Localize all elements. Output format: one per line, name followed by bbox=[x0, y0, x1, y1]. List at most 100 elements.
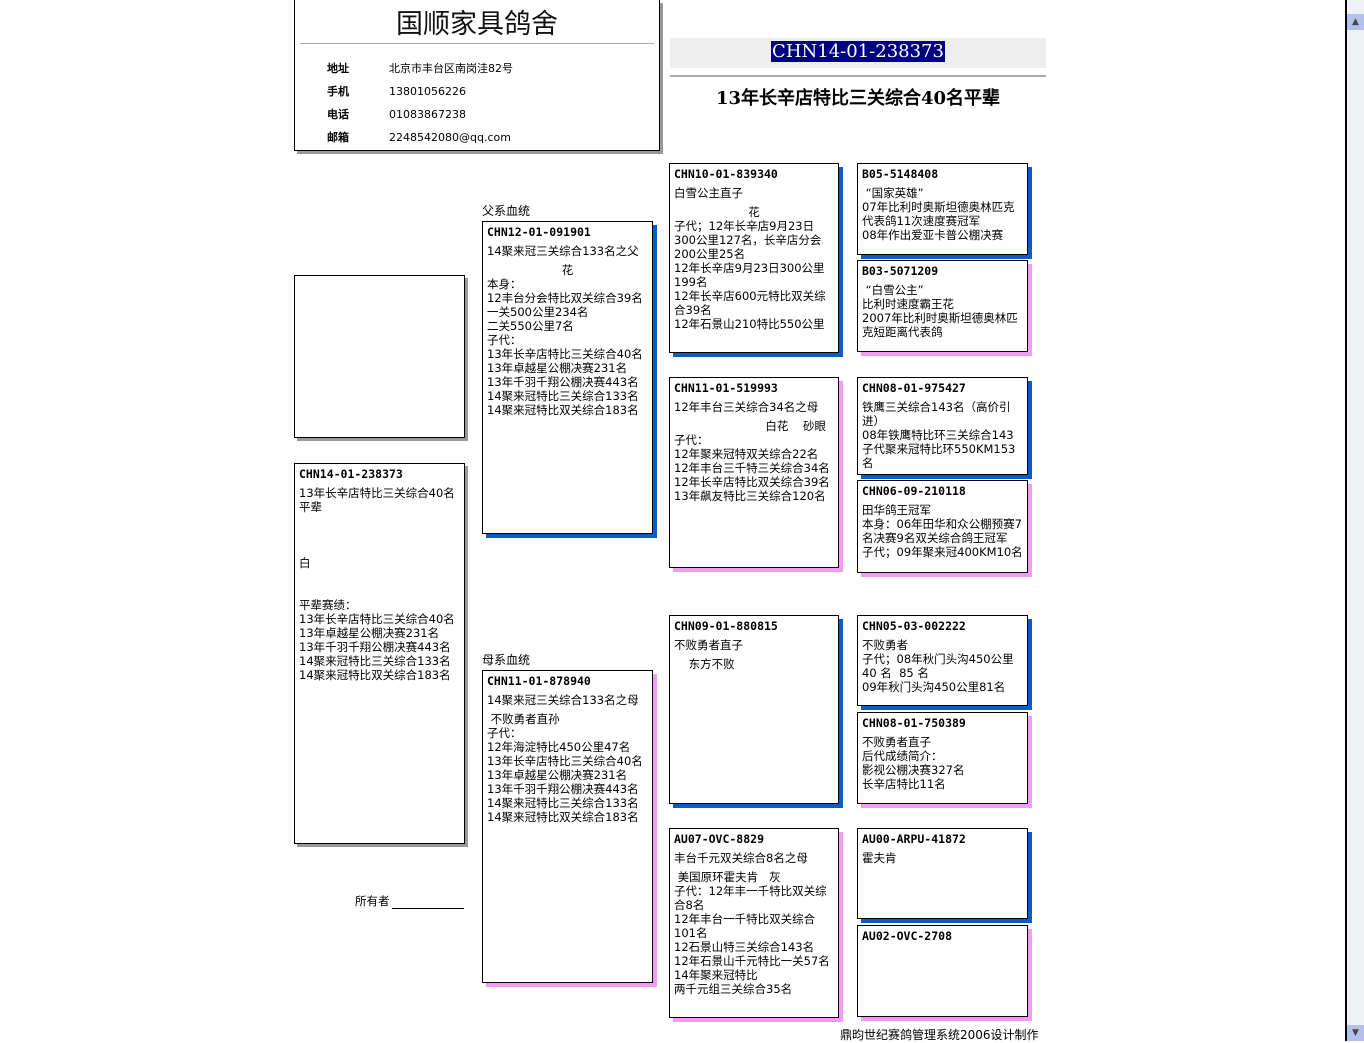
box-line: 14聚来冠特比双关综合183名 bbox=[487, 403, 639, 417]
email-label: 邮箱 bbox=[327, 131, 349, 144]
box-line: 14聚来冠特比双关综合183名 bbox=[487, 810, 639, 824]
pedigree-box-ddd[interactable]: AU02-OVC-2708 bbox=[857, 925, 1028, 1017]
box-line: 白雪公主直子 bbox=[674, 186, 743, 200]
ring-number: CHN09-01-880815 bbox=[674, 619, 778, 633]
ring-number: AU07-OVC-8829 bbox=[674, 832, 765, 846]
ring-number: CHN08-01-975427 bbox=[862, 381, 966, 395]
box-line: 13年长辛店特比三关综合40名 bbox=[487, 347, 643, 361]
scroll-up-icon[interactable]: ▲ bbox=[1347, 14, 1364, 30]
sire-line-label: 父系血统 bbox=[482, 204, 531, 218]
mobile-value: 13801056226 bbox=[389, 85, 466, 98]
ring-number: B03-5071209 bbox=[862, 264, 939, 278]
box-line: 14聚来冠三关综合133名之父 bbox=[487, 244, 639, 258]
box-line: 12年海淀特比450公里47名 bbox=[487, 740, 631, 754]
mobile-label: 手机 bbox=[327, 85, 349, 98]
box-line: 一关500公里234名 bbox=[487, 305, 589, 319]
box-line: 14聚来冠特比双关综合183名 bbox=[299, 668, 451, 682]
box-line: 子代；09年聚来冠400KM10名 bbox=[862, 545, 1023, 559]
box-line: 白 bbox=[299, 556, 311, 570]
photo-box[interactable] bbox=[294, 275, 465, 438]
box-line: 不败勇者 bbox=[862, 638, 908, 652]
box-line: 不败勇者直子 bbox=[862, 735, 931, 749]
box-line: 07年比利时奥斯坦德奥林匹克代表鸽11次速度赛冠军 bbox=[862, 200, 1015, 228]
box-line bbox=[299, 528, 460, 542]
box-line: 12年长辛店600元特比双关综合39名 bbox=[674, 289, 826, 317]
ring-number: CHN12-01-091901 bbox=[487, 225, 591, 239]
box-line: 14年聚来冠特比 bbox=[674, 968, 758, 982]
box-line: 12石景山特三关综合143名 bbox=[674, 940, 815, 954]
box-line: 13年飙友特比三关综合120名 bbox=[674, 489, 826, 503]
ring-number: AU02-OVC-2708 bbox=[862, 929, 953, 943]
vertical-scrollbar[interactable]: ▲ ▼ bbox=[1347, 0, 1364, 1041]
ring-number: CHN05-03-002222 bbox=[862, 619, 966, 633]
box-line: 不败勇者直孙 bbox=[487, 712, 560, 726]
box-line: 13年卓越星公棚决赛231名 bbox=[299, 626, 440, 640]
box-line: 霍夫肯 bbox=[862, 851, 897, 865]
ring-number: AU00-ARPU-41872 bbox=[862, 832, 966, 846]
address-label: 地址 bbox=[327, 62, 349, 75]
box-line: 12年长辛店特比双关综合39名 bbox=[674, 475, 830, 489]
email-value: 2248542080@qq.com bbox=[389, 131, 511, 144]
box-line: 本身： bbox=[487, 277, 522, 291]
title-ring-number[interactable]: CHN14-01-238373 bbox=[771, 41, 945, 62]
box-line: 13年长辛店特比三关综合40名 bbox=[487, 754, 643, 768]
box-line: 12年长辛店9月23日300公里199名 bbox=[674, 261, 825, 289]
box-line: 13年千羽千翔公棚决赛443名 bbox=[487, 782, 639, 796]
box-line: 长辛店特比11名 bbox=[862, 777, 946, 791]
pedigree-box-sss[interactable]: B05-5148408 “国家英雄”07年比利时奥斯坦德奥林匹克代表鸽11次速度… bbox=[857, 163, 1028, 255]
pedigree-box-dds[interactable]: AU00-ARPU-41872 霍夫肯 bbox=[857, 828, 1028, 919]
box-line: 比利时速度霸王花 bbox=[862, 297, 954, 311]
loft-name: 国顺家具鸽舍 bbox=[396, 9, 558, 40]
box-line: 本身：06年田华和众公棚预赛7名决赛9名双关综合鸽王冠军 bbox=[862, 517, 1022, 545]
box-line: 14聚来冠特比三关综合133名 bbox=[487, 796, 639, 810]
mobile-row: 手机 13801056226 bbox=[327, 83, 466, 99]
box-line: 14聚来冠特比三关综合133名 bbox=[299, 654, 451, 668]
box-line bbox=[299, 570, 460, 584]
box-line: 12年丰台三千特三关综合34名 bbox=[674, 461, 830, 475]
address-row: 地址 北京市丰台区南岗洼82号 bbox=[327, 60, 513, 76]
owner-field: 所有者 bbox=[355, 893, 464, 909]
box-line: 09年秋门头沟450公里81名 bbox=[862, 680, 1006, 694]
box-line: 13年卓越星公棚决赛231名 bbox=[487, 361, 628, 375]
box-line: 影视公棚决赛327名 bbox=[862, 763, 965, 777]
divider bbox=[300, 43, 654, 44]
divider bbox=[1345, 0, 1347, 1041]
scroll-down-icon[interactable]: ▼ bbox=[1347, 1025, 1364, 1041]
phone-value: 01083867238 bbox=[389, 108, 466, 121]
box-line bbox=[299, 584, 460, 598]
box-line: 丰台千元双关综合8名之母 bbox=[674, 851, 808, 865]
box-line: 13年千羽千翔公棚决赛443名 bbox=[487, 375, 639, 389]
box-line: 铁鹰三关综合143名（高价引进） bbox=[862, 400, 1011, 428]
owner-label: 所有者 bbox=[355, 894, 390, 908]
ring-number: CHN11-01-878940 bbox=[487, 674, 591, 688]
box-line: 子代；12年长辛店9月23日300公里127名，长辛店分会200公里25名 bbox=[674, 219, 822, 261]
address-value: 北京市丰台区南岗洼82号 bbox=[389, 62, 513, 75]
box-line: 13年卓越星公棚决赛231名 bbox=[487, 768, 628, 782]
box-line: 13年千羽千翔公棚决赛443名 bbox=[299, 640, 451, 654]
box-line: 子代： bbox=[674, 433, 709, 447]
box-line: 东方不败 bbox=[674, 657, 735, 671]
ring-number: CHN08-01-750389 bbox=[862, 716, 966, 730]
box-line: 田华鸽王冠军 bbox=[862, 503, 931, 517]
ring-number: B05-5148408 bbox=[862, 167, 939, 181]
box-line: 白花 砂眼 bbox=[765, 419, 826, 433]
email-row: 邮箱 2248542080@qq.com bbox=[327, 129, 511, 145]
box-line: 二关550公里7名 bbox=[487, 319, 574, 333]
footer-credit: 鼎昀世纪赛鸽管理系统2006设计制作 bbox=[840, 1028, 1039, 1042]
box-line: 12年石景山210特比550公里 bbox=[674, 317, 825, 331]
box-line: 12年丰台三关综合34名之母 bbox=[674, 400, 819, 414]
